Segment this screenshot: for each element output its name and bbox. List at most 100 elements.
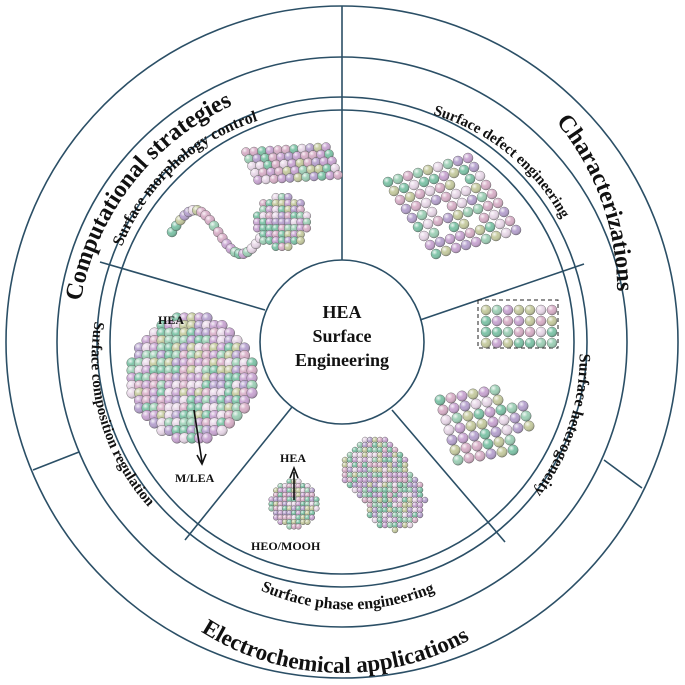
atom-shade [156,320,168,331]
atom-shade [297,144,307,153]
atom-shade [392,452,398,458]
atom-shade [309,510,315,516]
atom-shade [512,422,524,434]
atom-shade [231,357,243,369]
atom-shade [402,462,408,468]
atom-shade [285,173,295,183]
atom-shade [209,320,220,331]
atom-shade [352,487,358,493]
atom-shade [484,406,496,418]
atom-shade [407,492,413,498]
atom-shade [186,320,198,331]
atom-shade [194,357,205,369]
atom-shade [300,492,306,498]
atom-shade [304,519,311,525]
atom-shade [357,462,363,468]
atom-shade [164,402,175,414]
atom-shade [209,425,220,436]
label-hea-composition: HEA [158,313,184,327]
atom-shade [392,487,398,493]
atom-shade [357,482,363,488]
atom-shade [149,372,160,384]
atom-shade [141,402,153,414]
atom-shade [382,442,388,448]
atom-shade [149,350,160,361]
atom-shade [302,211,311,220]
atom-shade [291,501,297,507]
atom-shade [407,472,413,478]
atom-shade [547,316,557,326]
atom-shade [509,412,521,424]
atom-shade [468,430,480,442]
atom-shade [268,496,275,503]
atom-shade [387,452,393,458]
atom-shade [286,478,293,485]
atom-shade [525,338,535,348]
atom-shade [330,163,340,173]
atom-shade [461,240,471,250]
atom-shade [258,168,268,177]
atom-shade [239,365,250,376]
atom-shade [209,357,220,369]
atom-shade [372,492,378,498]
atom-shade [372,482,378,488]
atom-shade [201,320,213,331]
atom-shade [304,487,311,494]
atom-shade [179,402,190,414]
atom-shade [186,327,198,339]
atom-shade [479,428,491,440]
atom-shade [179,432,190,444]
atom-shade [171,335,183,346]
atom-shade [357,457,363,463]
atom-shade [397,502,403,508]
atom-shade [284,211,293,220]
atom-shade [481,180,491,190]
atom-shade [367,512,373,518]
atom-shade [377,437,383,443]
atom-shade [216,387,228,399]
atom-shade [421,198,431,208]
atom-shade [392,447,398,453]
atom-shade [322,164,332,173]
atom-shade [316,150,326,159]
atom-shade [417,492,423,498]
atom-shade [440,414,452,426]
atom-shade [470,398,482,410]
atom-shade [179,417,190,429]
atom-shade [367,467,373,473]
atom-shade [231,365,243,376]
atom-shade [419,231,429,241]
atom-shade [179,312,190,324]
atom-shade [298,165,308,175]
atom-shade [266,167,276,177]
atom-shade [302,218,311,226]
atom-shade [347,482,353,488]
atom-shade [265,146,275,155]
atom-shade [259,236,268,245]
atom-shade [357,472,363,478]
atom-shade [357,477,363,483]
atom-shade [201,342,213,354]
atom-shade [231,387,243,399]
atom-shade [481,234,491,244]
atom-shade [377,442,383,448]
atom-shade [295,492,302,498]
atom-shade [302,224,311,233]
atom-shade [382,472,388,478]
atom-shade [447,201,457,211]
atom-shade [387,472,393,478]
atom-shade [295,487,302,494]
atom-shade [372,512,378,518]
atom-shade [387,507,393,513]
atom-shade [392,482,398,488]
atom-shade [377,457,383,463]
atom-shade [441,246,451,256]
atom-shade [179,350,190,361]
atom-shade [276,152,286,162]
atom-shade [246,380,258,391]
atom-shade [433,216,443,226]
atom-shade [402,492,408,498]
atom-shade [417,482,423,488]
atom-shade [483,201,493,211]
atom-shade [392,522,398,528]
